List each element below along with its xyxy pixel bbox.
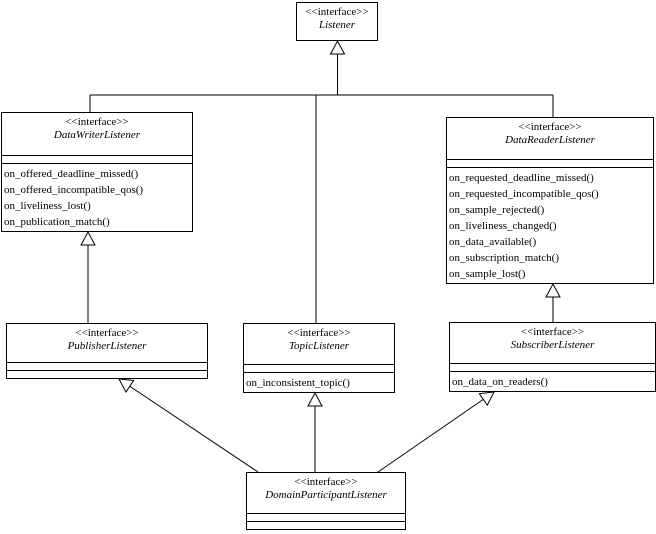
generalization-arrowhead bbox=[118, 378, 135, 394]
generalization-arrowhead bbox=[478, 391, 495, 407]
stereotype-label: <<interface>> bbox=[287, 327, 351, 339]
stereotype-label: <<interface>> bbox=[518, 121, 582, 133]
operation: on_data_available() bbox=[449, 236, 537, 248]
class-datareader[interactable]: <<interface>>DataReaderListener on_reques… bbox=[446, 117, 654, 284]
stereotype-label: <<interface>> bbox=[294, 476, 358, 488]
class-name: SubscriberListener bbox=[510, 339, 595, 351]
class-name: TopicListener bbox=[288, 340, 350, 352]
class-header: <<interface>>SubscriberListener bbox=[450, 323, 655, 363]
class-datawriter[interactable]: <<interface>>DataWriterListener on_offere… bbox=[1, 112, 193, 232]
generalization-arrowhead bbox=[545, 282, 561, 298]
operation: on_liveliness_changed() bbox=[449, 220, 557, 232]
class-name: Listener bbox=[318, 19, 356, 31]
class-header: <<interface>>Listener bbox=[297, 3, 377, 40]
operation: on_publication_match() bbox=[4, 216, 110, 228]
generalization-line bbox=[377, 398, 484, 473]
operations-compartment bbox=[247, 521, 405, 529]
operations-compartment: on_requested_deadline_missed() on_request… bbox=[447, 167, 653, 283]
class-topic[interactable]: <<interface>>TopicListener on_inconsisten… bbox=[243, 323, 395, 393]
attributes-compartment bbox=[2, 155, 192, 163]
class-header: <<interface>>PublisherListener bbox=[7, 324, 207, 362]
operation: on_offered_deadline_missed() bbox=[4, 168, 139, 180]
class-header: <<interface>>TopicListener bbox=[244, 324, 394, 364]
class-name: DataReaderListener bbox=[505, 134, 595, 146]
class-header: <<interface>>DomainParticipantListener bbox=[247, 473, 405, 513]
class-publisher[interactable]: <<interface>>PublisherListener bbox=[6, 323, 208, 379]
operations-compartment: on_offered_deadline_missed() on_offered_i… bbox=[2, 163, 192, 231]
stereotype-label: <<interface>> bbox=[75, 327, 139, 339]
attributes-compartment bbox=[7, 362, 207, 370]
attributes-compartment bbox=[247, 513, 405, 521]
class-name: DomainParticipantListener bbox=[265, 489, 387, 501]
class-subscriber[interactable]: <<interface>>SubscriberListener on_data_o… bbox=[449, 322, 656, 392]
attributes-compartment bbox=[450, 363, 655, 371]
generalization-arrowhead bbox=[307, 391, 323, 407]
operations-compartment: on_data_on_readers() bbox=[450, 371, 655, 391]
stereotype-label: <<interface>> bbox=[65, 116, 129, 128]
attributes-compartment bbox=[244, 364, 394, 372]
generalization-arrowhead bbox=[329, 39, 346, 55]
class-listener[interactable]: <<interface>>Listener bbox=[296, 2, 378, 41]
operations-compartment: on_inconsistent_topic() bbox=[244, 372, 394, 392]
operation: on_sample_lost() bbox=[449, 268, 526, 280]
operation: on_data_on_readers() bbox=[452, 376, 548, 388]
stereotype-label: <<interface>> bbox=[305, 6, 369, 18]
generalization-line bbox=[129, 385, 259, 473]
operation: on_requested_incompatible_qos() bbox=[449, 188, 599, 200]
class-header: <<interface>>DataWriterListener bbox=[2, 113, 192, 155]
operation: on_offered_incompatible_qos() bbox=[4, 184, 144, 196]
class-header: <<interface>>DataReaderListener bbox=[447, 118, 653, 159]
class-name: DataWriterListener bbox=[53, 129, 141, 141]
operation: on_liveliness_lost() bbox=[4, 200, 91, 212]
operation: on_sample_rejected() bbox=[449, 204, 545, 216]
operation: on_requested_deadline_missed() bbox=[449, 172, 594, 184]
class-name: PublisherListener bbox=[67, 340, 147, 352]
generalization-arrowhead bbox=[80, 230, 96, 246]
operation: on_subscription_match() bbox=[449, 252, 559, 264]
attributes-compartment bbox=[447, 159, 653, 167]
class-domainparticipant[interactable]: <<interface>>DomainParticipantListener bbox=[246, 472, 406, 530]
stereotype-label: <<interface>> bbox=[520, 326, 585, 338]
operation: on_inconsistent_topic() bbox=[246, 377, 350, 389]
operations-compartment bbox=[7, 370, 207, 378]
